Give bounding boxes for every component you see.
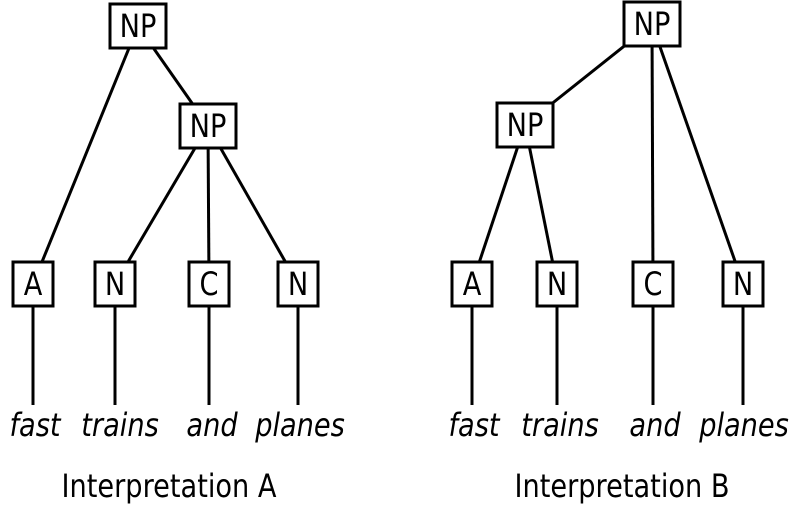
- caption-interpretation-a: Interpretation A: [61, 468, 277, 506]
- node-label-c: C: [644, 266, 663, 304]
- word-fast: fast: [448, 407, 500, 445]
- node-box-n1: [535, 260, 579, 308]
- node-label-a: A: [463, 266, 482, 304]
- node-box-a: [11, 260, 55, 308]
- tree-edge-np-top-n2: [650, 23, 745, 285]
- tree-edge-np-inner-c: [206, 125, 211, 285]
- node-label-a: A: [24, 266, 43, 304]
- node-box-c: [631, 260, 675, 308]
- node-box-n1: [93, 260, 137, 308]
- word-planes: planes: [698, 407, 789, 445]
- node-box-c: [187, 260, 231, 308]
- node-box-np-inner: [178, 102, 238, 150]
- node-label-c: C: [200, 266, 219, 304]
- node-label-n1: N: [105, 266, 125, 304]
- tree-edge-np-inner-n1: [523, 124, 559, 285]
- tree-edge-np-inner-a: [470, 124, 527, 285]
- tree-edge-np-top-c: [650, 23, 655, 285]
- node-label-np-top: NP: [634, 6, 671, 44]
- node-label-np-inner: NP: [507, 107, 544, 145]
- tree-edge-np-inner-n2: [206, 125, 300, 285]
- node-label-n2: N: [288, 266, 308, 304]
- tree-edge-np-inner-n1: [113, 125, 210, 285]
- node-box-np-top: [622, 0, 682, 48]
- node-box-a: [450, 260, 494, 308]
- word-planes: planes: [254, 407, 345, 445]
- node-box-n2: [276, 260, 320, 308]
- word-fast: fast: [9, 407, 61, 445]
- node-box-n2: [721, 260, 765, 308]
- word-trains: trains: [81, 407, 158, 445]
- node-label-np-inner: NP: [190, 108, 227, 146]
- node-label-np-top: NP: [120, 8, 157, 46]
- node-box-np-top: [108, 2, 168, 50]
- tree-edge-np-top-a: [31, 25, 140, 285]
- word-trains: trains: [521, 407, 598, 445]
- caption-interpretation-b: Interpretation B: [514, 468, 729, 506]
- node-label-n1: N: [547, 266, 567, 304]
- node-label-n2: N: [733, 266, 753, 304]
- word-and: and: [186, 407, 237, 445]
- word-and: and: [629, 407, 680, 445]
- node-box-np-inner: [495, 101, 555, 149]
